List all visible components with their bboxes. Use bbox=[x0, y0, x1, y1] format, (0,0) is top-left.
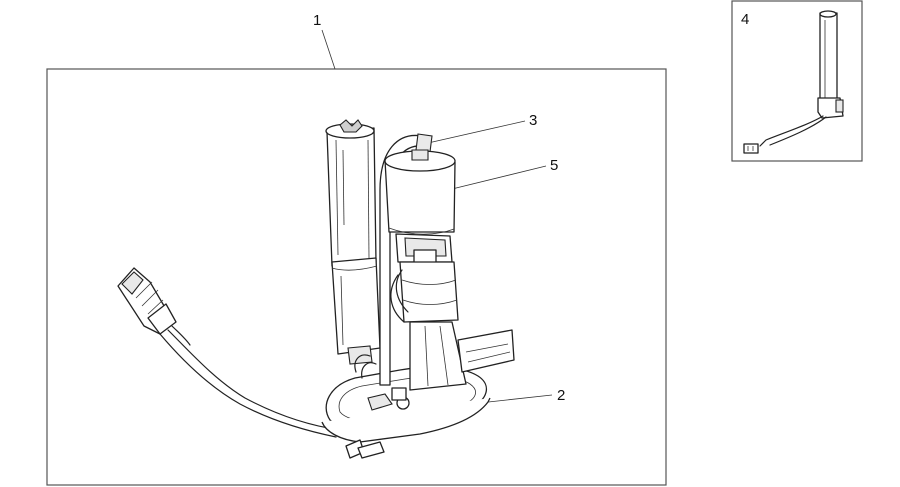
leader-3 bbox=[427, 120, 526, 144]
pump-motor-drawing bbox=[390, 233, 515, 391]
leader-1 bbox=[321, 29, 336, 70]
callout-2: 2 bbox=[557, 387, 565, 404]
level-sensor-drawing bbox=[743, 10, 844, 154]
flange-plate-drawing bbox=[321, 366, 491, 459]
main-assembly-frame bbox=[46, 68, 667, 486]
harness-connector-drawing bbox=[117, 267, 177, 335]
fuel-pump-assembly-drawing bbox=[117, 119, 515, 459]
inset-frame-part-4 bbox=[731, 0, 863, 162]
pump-cylinder-drawing bbox=[325, 119, 381, 365]
fuel-filter-drawing bbox=[384, 149, 456, 235]
callout-3: 3 bbox=[529, 112, 537, 129]
leader-5 bbox=[451, 165, 547, 190]
callout-5: 5 bbox=[550, 157, 558, 174]
callout-4: 4 bbox=[741, 11, 749, 28]
callout-1: 1 bbox=[313, 12, 321, 29]
